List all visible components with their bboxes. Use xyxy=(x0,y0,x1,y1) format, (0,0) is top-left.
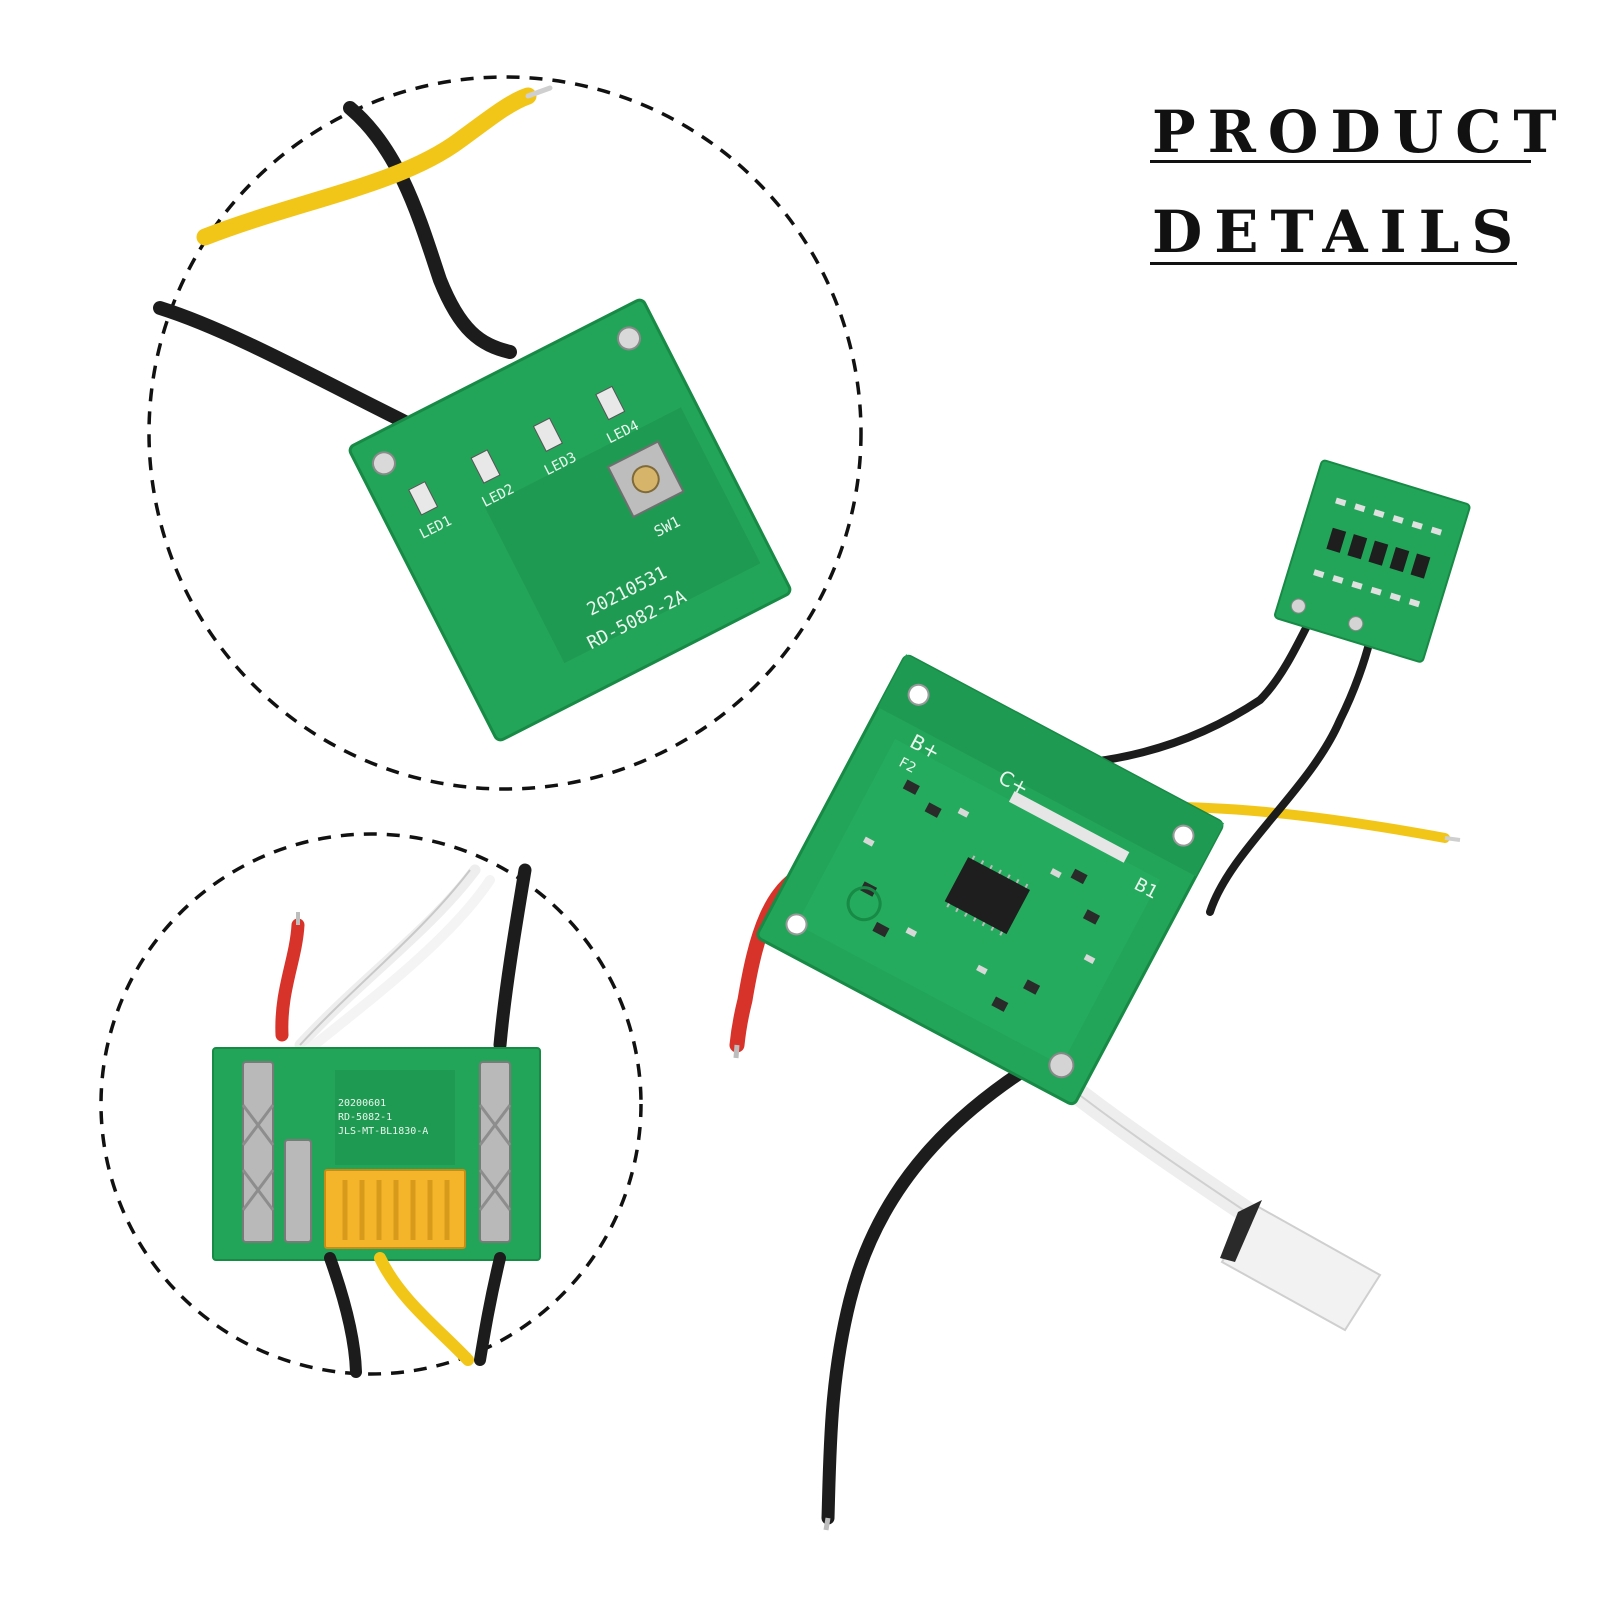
white-wire-2 xyxy=(303,875,495,1055)
main-ic-chip xyxy=(944,857,1030,935)
heading-product: PRODUCT xyxy=(1152,98,1569,166)
black-wire-bottom-left xyxy=(324,1252,362,1378)
black-wire-long-tip xyxy=(823,1517,831,1531)
mount-hole xyxy=(1172,824,1195,847)
switch-button xyxy=(631,465,660,494)
black-wire-left xyxy=(153,301,412,429)
heading-underline-1 xyxy=(1150,160,1531,163)
solder-pad xyxy=(616,326,641,351)
yellow-wire-bottom xyxy=(374,1252,474,1366)
white-wire-1-edge xyxy=(299,869,471,1046)
led-3-icon xyxy=(532,417,563,452)
heading-underline-2 xyxy=(1150,262,1517,265)
mount-hole xyxy=(785,913,808,936)
terminal-right xyxy=(479,1061,511,1243)
black-wire-long xyxy=(821,1053,1047,1525)
connector-board-model: RD-5082-1 xyxy=(338,1112,392,1123)
solder-pad-b xyxy=(1048,1052,1075,1079)
main-board-assembly: B+ F2 C+ B1 xyxy=(729,459,1471,1531)
black-wire-balance-2 xyxy=(1206,636,1374,916)
terminal-left-1-clips xyxy=(241,1104,275,1211)
led-board-pad-area xyxy=(484,407,761,664)
main-board-header xyxy=(1008,791,1130,863)
connector-board-date: 20200601 xyxy=(338,1098,386,1109)
zoom-circle-led-board: LED1 LED2 LED3 LED4 SW1 20210531 RD-5082… xyxy=(147,75,863,791)
led-1-icon xyxy=(408,481,439,516)
terminal-left-2 xyxy=(284,1139,312,1243)
terminal-right-clips xyxy=(478,1104,512,1211)
mount-hole xyxy=(907,683,930,706)
red-wire-main-tip xyxy=(733,1044,740,1059)
yellow-wire xyxy=(196,87,537,246)
connector-board-code: JLS-MT-BL1830-A xyxy=(338,1126,428,1137)
led-4-icon xyxy=(595,385,626,421)
led-2-icon xyxy=(470,449,501,484)
black-wire-upper xyxy=(343,101,517,359)
main-board-top-strip xyxy=(877,654,1225,877)
dashed-frame-bottom xyxy=(99,832,643,1376)
solder-pad xyxy=(371,451,396,476)
black-wire-bottom-right xyxy=(474,1252,506,1366)
yellow-wire-tip xyxy=(525,85,553,99)
dashed-frame-top xyxy=(147,75,863,791)
yellow-wire-main-tip xyxy=(1444,836,1461,842)
heading-details: DETAILS xyxy=(1152,198,1526,266)
thermistor-sleeve xyxy=(1220,1200,1262,1262)
black-wire-top xyxy=(493,863,532,1052)
zoom-circle-connector-board: 20200601 RD-5082-1 JLS-MT-BL1830-A xyxy=(99,832,643,1378)
board-ring-mark xyxy=(846,886,882,922)
label-f2: F2 xyxy=(896,755,918,777)
terminal-left-1 xyxy=(242,1061,274,1243)
connector-board-trace-area xyxy=(335,1070,455,1165)
balance-solder-1 xyxy=(1290,598,1306,614)
red-wire xyxy=(275,918,305,1042)
balance-solder-2 xyxy=(1348,616,1364,632)
